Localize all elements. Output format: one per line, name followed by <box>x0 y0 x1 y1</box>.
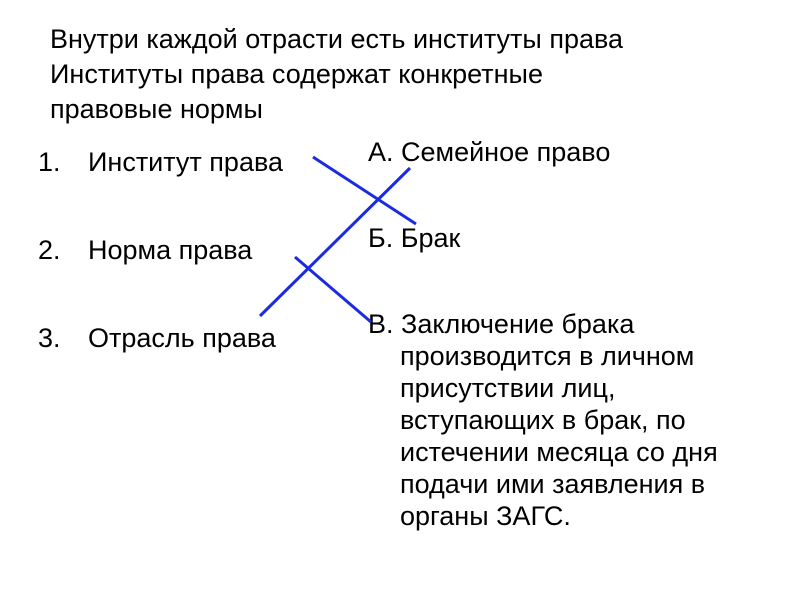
left-item-label: Институт права <box>88 147 284 177</box>
right-item-label: А. Семейное право <box>368 137 611 167</box>
left-item-number: 3. <box>38 323 61 353</box>
left-item-1: 1. Институт права <box>38 146 283 178</box>
right-item-a: А. Семейное право <box>368 136 610 168</box>
left-item-number: 2. <box>38 235 61 265</box>
slide-header: Внутри каждой отрасти есть институты пра… <box>50 22 770 127</box>
right-item-continuation-line: истечении месяца со дня <box>400 437 718 467</box>
right-item-continuation-line: производится в личном <box>400 341 695 371</box>
right-item-label: Б. Брак <box>368 223 461 253</box>
right-item-continuation-line: подачи ими заявления в <box>400 469 706 499</box>
right-item-continuation-line: присутствии лиц, <box>400 373 616 403</box>
right-item-continuation-line: вступающих в брак, по <box>400 405 686 435</box>
left-item-label: Норма права <box>88 235 253 265</box>
right-item-continuation-line: органы ЗАГС. <box>400 501 571 531</box>
right-item-b: Б. Брак <box>368 222 460 254</box>
header-line-3: правовые нормы <box>50 94 263 124</box>
left-item-label: Отрасль права <box>88 323 276 353</box>
right-item-v: В. Заключение брака производится в лично… <box>368 308 718 532</box>
left-item-2: 2. Норма права <box>38 234 252 266</box>
left-item-number: 1. <box>38 147 61 177</box>
connector-line-3-to-v <box>294 255 372 324</box>
left-item-3: 3. Отрасль права <box>38 322 276 354</box>
right-item-label: В. Заключение брака <box>368 309 635 339</box>
header-line-2: Институты права содержат конкретные <box>50 59 543 89</box>
header-line-1: Внутри каждой отрасти есть институты пра… <box>50 24 624 54</box>
